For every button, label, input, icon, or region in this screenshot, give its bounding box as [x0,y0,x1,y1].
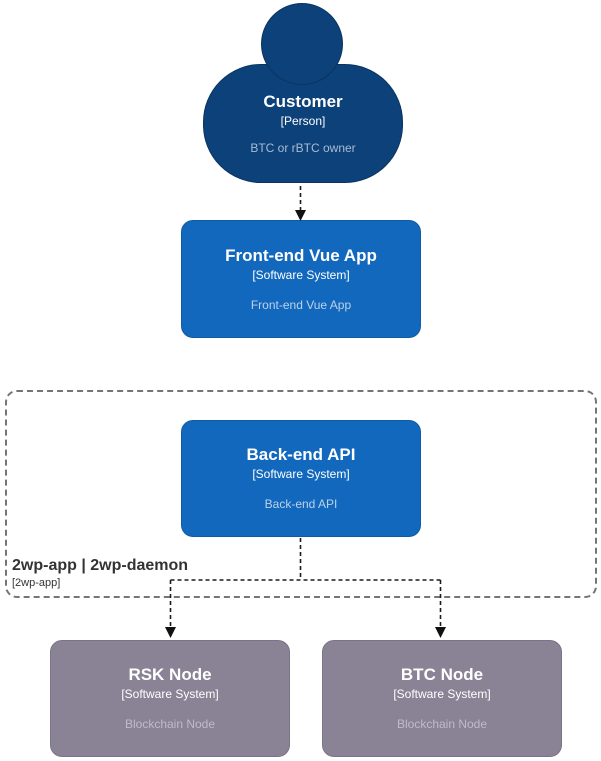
btc-node: BTC Node [Software System] Blockchain No… [322,640,562,757]
btc-title: BTC Node [400,665,484,684]
customer-subtitle: [Person] [280,113,326,128]
rsk-title: RSK Node [128,665,212,684]
rsk-node: RSK Node [Software System] Blockchain No… [50,640,290,757]
frontend-vue-app-node: Front-end Vue App [Software System] Fron… [181,220,421,338]
backend-subtitle: [Software System] [252,467,350,481]
2wp-app-boundary [5,390,597,598]
arrow-customer-to-frontend [295,186,306,221]
btc-subtitle: [Software System] [393,687,491,701]
btc-description: Blockchain Node [396,717,488,731]
customer-person-head-icon [261,3,343,85]
frontend-title: Front-end Vue App [225,245,377,265]
customer-description: BTC or rBTC owner [250,140,356,155]
boundary-subtitle: [2wp-app] [12,577,61,589]
backend-description: Back-end API [264,497,338,511]
boundary-label: 2wp-app | 2wp-daemon [2wp-app] [12,556,188,590]
rsk-description: Blockchain Node [124,717,216,731]
backend-title: Back-end API [246,445,356,464]
frontend-subtitle: [Software System] [252,267,350,282]
customer-title: Customer [263,91,343,111]
frontend-description: Front-end Vue App [250,297,352,312]
boundary-title: 2wp-app | 2wp-daemon [12,557,189,574]
backend-api-node: Back-end API [Software System] Back-end … [181,420,421,537]
rsk-subtitle: [Software System] [121,687,219,701]
